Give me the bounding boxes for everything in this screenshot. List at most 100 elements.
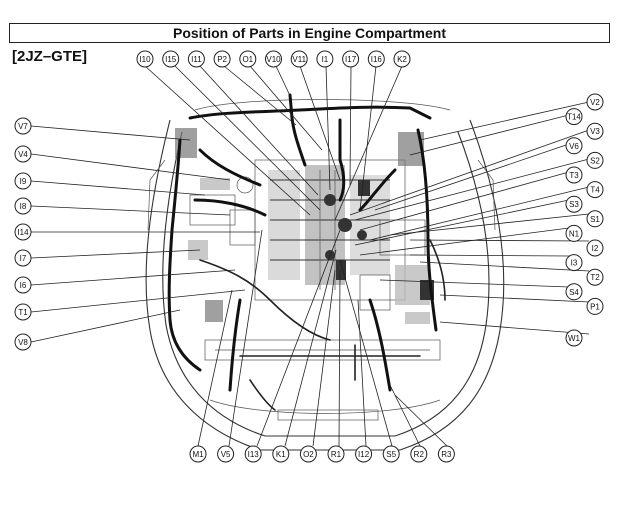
callout-v3: V3 [586,122,604,140]
svg-text:I7: I7 [20,254,27,263]
callout-i12: I12 [355,445,373,463]
svg-text:T14: T14 [567,113,581,122]
svg-text:V4: V4 [18,150,28,159]
callout-i11: I11 [187,50,205,68]
callout-i15: I15 [162,50,180,68]
svg-text:R3: R3 [441,450,452,459]
callout-i9: I9 [14,172,32,190]
svg-text:V2: V2 [590,98,600,107]
callout-s1: S1 [586,210,604,228]
svg-text:I12: I12 [358,450,370,459]
right-components [359,132,434,324]
callout-r2: R2 [410,445,428,463]
svg-text:I6: I6 [20,281,27,290]
engine-model-label: [2JZ–GTE] [12,48,88,65]
callout-v8: V8 [14,333,32,351]
svg-text:R2: R2 [414,450,425,459]
callout-t3: T3 [565,166,583,184]
svg-text:K2: K2 [397,55,407,64]
svg-text:S2: S2 [590,156,600,165]
callout-v7: V7 [14,117,32,135]
svg-text:I8: I8 [20,202,27,211]
svg-text:T2: T2 [590,273,600,282]
callout-r1: R1 [327,445,345,463]
callout-i10: I10 [136,50,154,68]
svg-text:I16: I16 [371,55,383,64]
svg-text:V11: V11 [292,55,306,64]
callout-t1: T1 [14,303,32,321]
svg-text:V3: V3 [590,127,600,136]
svg-text:W1: W1 [568,334,581,343]
callout-r3: R3 [437,445,455,463]
svg-text:I11: I11 [191,55,202,64]
svg-text:P1: P1 [590,302,600,311]
callout-k1: K1 [272,445,290,463]
callout-k2: K2 [393,50,411,68]
callout-i8: I8 [14,197,32,215]
svg-text:N1: N1 [569,229,580,238]
callout-n1: N1 [565,224,583,242]
svg-text:S1: S1 [590,215,600,224]
svg-text:I3: I3 [571,259,578,268]
callout-p1: P1 [586,297,604,315]
leader-lines [30,65,590,447]
svg-text:O1: O1 [242,55,253,64]
svg-text:I9: I9 [20,177,27,186]
callout-v6: V6 [565,137,583,155]
callout-i13: I13 [244,445,262,463]
svg-text:I10: I10 [139,55,151,64]
svg-text:I13: I13 [248,450,260,459]
engine-block [254,159,406,301]
svg-text:I17: I17 [345,55,357,64]
svg-text:V8: V8 [18,338,28,347]
svg-text:I2: I2 [592,244,599,253]
svg-text:V10: V10 [266,55,281,64]
svg-text:S5: S5 [386,450,396,459]
callout-labels: I10 I15 I11 P2 O1 V10 V11 I1 I17 I16 K2V7V4I9I8I14… [14,50,604,463]
callout-v10: V10 [265,50,282,68]
callout-v4: V4 [14,145,32,163]
callout-i6: I6 [14,276,32,294]
svg-text:K1: K1 [276,450,286,459]
svg-text:S4: S4 [569,288,579,297]
svg-text:T3: T3 [569,171,579,180]
callout-t14: T14 [565,108,583,126]
callout-o1: O1 [239,50,257,68]
svg-text:I14: I14 [17,228,29,237]
svg-text:I1: I1 [322,55,329,64]
callout-o2: O2 [299,445,317,463]
callout-i16: I16 [367,50,385,68]
svg-text:I15: I15 [165,55,177,64]
svg-text:V5: V5 [221,450,231,459]
callout-m1: M1 [189,445,207,463]
radiator-support [204,339,441,361]
svg-text:R1: R1 [331,450,342,459]
callout-i1: I1 [316,50,334,68]
svg-text:O2: O2 [303,450,314,459]
callout-i14: I14 [14,223,32,241]
callout-s2: S2 [586,151,604,169]
callout-i2: I2 [586,239,604,257]
callout-v5: V5 [217,445,235,463]
svg-text:P2: P2 [217,55,227,64]
svg-text:T1: T1 [18,308,28,317]
svg-text:T4: T4 [590,186,600,195]
svg-text:S3: S3 [569,200,579,209]
svg-text:V6: V6 [569,142,579,151]
callout-v2: V2 [586,93,604,111]
callout-s5: S5 [382,445,400,463]
callout-t2: T2 [586,268,604,286]
callout-s4: S4 [565,283,583,301]
callout-p2: P2 [213,50,231,68]
svg-text:V7: V7 [18,122,28,131]
callout-s3: S3 [565,195,583,213]
callout-i17: I17 [342,50,360,68]
page-title: Position of Parts in Engine Compartment [9,23,610,43]
callout-v11: V11 [290,50,308,68]
callout-t4: T4 [586,181,604,199]
callout-i7: I7 [14,249,32,267]
callout-w1: W1 [565,329,583,347]
callout-i3: I3 [565,254,583,272]
svg-text:M1: M1 [192,450,204,459]
